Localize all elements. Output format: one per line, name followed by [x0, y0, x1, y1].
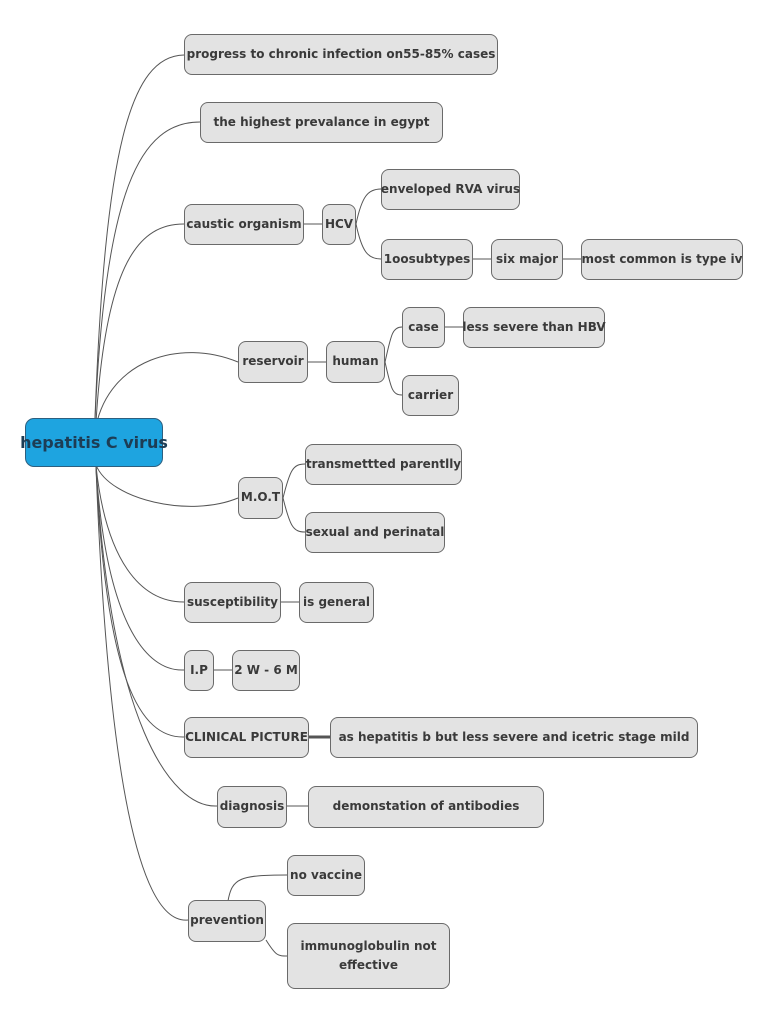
node-antibodies[interactable]: demonstation of antibodies — [308, 786, 544, 828]
root-node[interactable]: hepatitis C virus — [20, 418, 168, 467]
link-hcv-subtypes — [355, 223, 382, 260]
node-prevalence[interactable]: the highest prevalance in egypt — [200, 102, 443, 143]
node-sexual-perinatal[interactable]: sexual and perinatal — [305, 512, 445, 553]
node-is-general[interactable]: is general — [299, 582, 374, 623]
link-root-ip — [95, 466, 185, 671]
node-enveloped[interactable]: enveloped RVA virus — [381, 169, 520, 210]
node-clinical-desc[interactable]: as hepatitis b but less severe and icetr… — [330, 717, 698, 758]
link-root-prevention — [95, 466, 189, 921]
link-human-case — [384, 326, 403, 363]
node-ip[interactable]: I.P — [184, 650, 214, 691]
node-subtypes[interactable]: 1oosubtypes — [381, 239, 473, 280]
node-mot[interactable]: M.O.T — [238, 477, 283, 519]
node-progress[interactable]: progress to chronic infection on55-85% c… — [184, 34, 498, 75]
node-immunoglobulin[interactable]: immunoglobulin not effective — [287, 923, 450, 989]
link-prevention-immuno — [265, 939, 288, 957]
link-root-caustic — [95, 223, 185, 423]
link-human-carrier — [384, 361, 403, 396]
node-reservoir[interactable]: reservoir — [238, 341, 308, 383]
link-root-progress — [94, 54, 185, 419]
node-hcv[interactable]: HCV — [322, 204, 356, 245]
link-root-prevalence — [94, 121, 201, 421]
node-diagnosis[interactable]: diagnosis — [217, 786, 287, 828]
node-human[interactable]: human — [326, 341, 385, 383]
node-parentlly[interactable]: transmettted parentlly — [305, 444, 462, 485]
link-hcv-enveloped — [355, 188, 382, 225]
link-root-clinical — [95, 466, 185, 738]
node-no-vaccine[interactable]: no vaccine — [287, 855, 365, 896]
node-prevention[interactable]: prevention — [188, 900, 266, 942]
link-mot-sexual — [282, 497, 306, 533]
link-prevention-novaccine — [227, 874, 288, 902]
node-ip-value[interactable]: 2 W - 6 M — [232, 650, 300, 691]
node-caustic-organism[interactable]: caustic organism — [184, 204, 304, 245]
link-root-diagnosis — [95, 466, 218, 807]
node-carrier[interactable]: carrier — [402, 375, 459, 416]
node-six-major[interactable]: six major — [491, 239, 563, 280]
link-root-susceptibility — [95, 465, 185, 603]
node-common-type[interactable]: most common is type iv — [581, 239, 743, 280]
node-clinical-picture[interactable]: CLINICAL PICTURE — [184, 717, 309, 758]
link-root-reservoir — [95, 352, 239, 427]
link-mot-parentlly — [282, 463, 306, 499]
link-root-mot — [95, 464, 239, 507]
node-case[interactable]: case — [402, 307, 445, 348]
node-susceptibility[interactable]: susceptibility — [184, 582, 281, 623]
node-less-severe-hbv[interactable]: less severe than HBV — [462, 307, 606, 348]
